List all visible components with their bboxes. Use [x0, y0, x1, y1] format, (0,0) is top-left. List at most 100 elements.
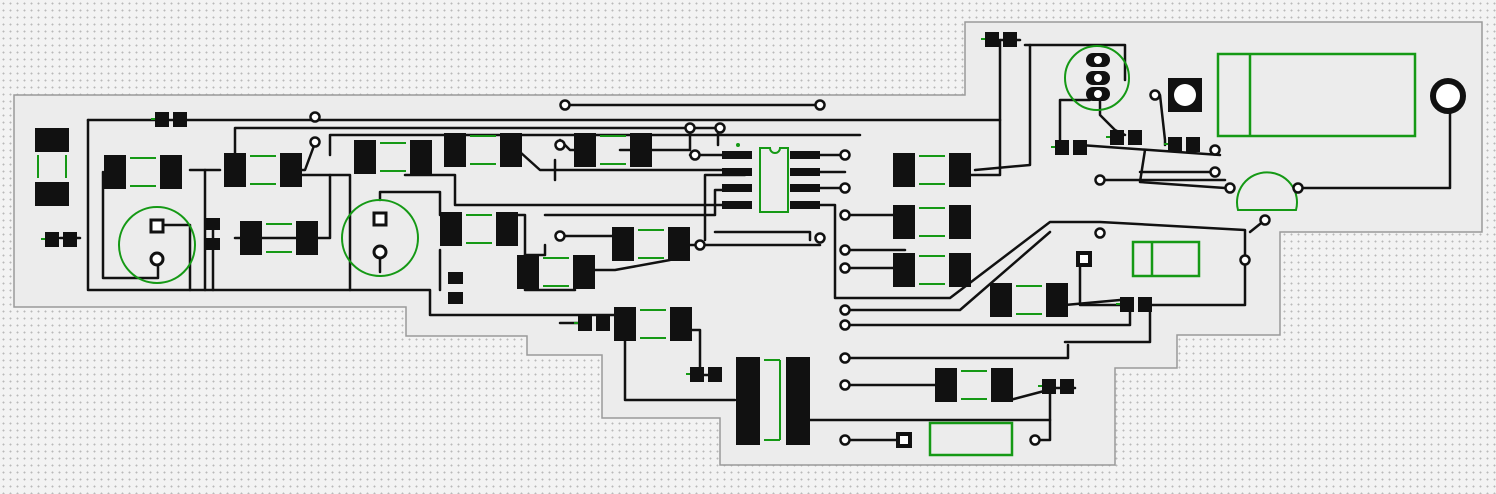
- trace: [688, 328, 702, 375]
- small-smd-resistor[interactable]: [448, 272, 463, 304]
- via: [839, 352, 851, 364]
- trace: [1023, 43, 1127, 82]
- via: [839, 262, 851, 274]
- transformer[interactable]: [736, 357, 810, 445]
- potentiometer[interactable]: [1064, 45, 1130, 111]
- resistor-pad-right: [949, 253, 971, 287]
- ic-outline: [759, 147, 789, 213]
- resistor-pad-right: [160, 155, 182, 189]
- resistor-pad-top: [205, 218, 220, 230]
- smd-resistor[interactable]: [224, 153, 302, 187]
- smd-resistor[interactable]: [990, 283, 1068, 317]
- small-smd-resistor[interactable]: [205, 218, 220, 250]
- trace: [848, 343, 1070, 360]
- via: [839, 244, 851, 256]
- connector[interactable]: [928, 421, 1014, 457]
- trace: [973, 43, 1032, 172]
- resistor-pad-right: [1003, 32, 1017, 47]
- square-pad[interactable]: [1076, 251, 1092, 267]
- resistor-pad-right: [1060, 379, 1074, 394]
- square-pad[interactable]: [1168, 78, 1202, 112]
- pot-hole: [1094, 56, 1102, 64]
- small-smd-resistor[interactable]: [686, 367, 722, 382]
- via: [309, 136, 321, 148]
- resistor-pad-right: [280, 153, 302, 187]
- battery-tab[interactable]: [35, 128, 69, 206]
- connector[interactable]: [1131, 240, 1201, 278]
- trace: [1298, 108, 1452, 190]
- pin1-marker: [736, 143, 740, 147]
- smd-resistor[interactable]: [935, 368, 1013, 402]
- via: [1209, 144, 1221, 156]
- ic-pin: [722, 168, 752, 176]
- resistor-pad-right: [63, 232, 77, 247]
- small-smd-resistor[interactable]: [574, 316, 610, 331]
- resistor-pad-left: [1168, 137, 1182, 152]
- resistor-pad-right: [496, 212, 518, 246]
- mounting-hole[interactable]: [1430, 78, 1466, 114]
- via: [839, 434, 851, 446]
- small-smd-resistor[interactable]: [1164, 137, 1200, 152]
- component-layer[interactable]: [35, 32, 1466, 457]
- resistor-pad-left: [612, 227, 634, 261]
- trace: [1063, 303, 1152, 344]
- via: [839, 149, 851, 161]
- square-pad[interactable]: [896, 432, 912, 448]
- pad-hole: [1080, 255, 1088, 263]
- small-smd-resistor[interactable]: [151, 112, 187, 127]
- trace: [378, 190, 442, 217]
- via: [1209, 166, 1221, 178]
- smd-resistor[interactable]: [240, 221, 318, 255]
- smd-resistor[interactable]: [612, 227, 690, 261]
- small-smd-resistor[interactable]: [41, 232, 77, 247]
- via: [1259, 214, 1271, 226]
- pad-hole: [900, 436, 908, 444]
- trace: [403, 173, 742, 207]
- small-smd-resistor[interactable]: [981, 32, 1017, 47]
- smd-resistor[interactable]: [444, 133, 522, 167]
- pot-hole: [1094, 90, 1102, 98]
- resistor-pad-left: [104, 155, 126, 189]
- transistor-footprint[interactable]: [1236, 171, 1298, 211]
- smd-resistor[interactable]: [893, 253, 971, 287]
- trace: [848, 230, 1052, 312]
- smd-resistor[interactable]: [517, 255, 595, 289]
- ic-pin: [722, 184, 752, 192]
- resistor-pad-left: [893, 253, 915, 287]
- smd-resistor[interactable]: [614, 307, 692, 341]
- smd-resistor[interactable]: [893, 205, 971, 239]
- electrolytic-capacitor[interactable]: [341, 199, 419, 277]
- trace: [808, 203, 1247, 300]
- small-smd-resistor[interactable]: [1106, 130, 1142, 145]
- small-smd-resistor[interactable]: [1051, 140, 1087, 155]
- connector-outline: [1216, 52, 1417, 138]
- via: [814, 99, 826, 111]
- resistor-pad-right: [1138, 297, 1152, 312]
- via: [694, 239, 706, 251]
- resistor-pad-top: [448, 272, 463, 284]
- resistor-pad-right: [1046, 283, 1068, 317]
- trace: [623, 333, 737, 402]
- via: [1239, 254, 1251, 266]
- smd-resistor[interactable]: [104, 155, 182, 189]
- resistor-pad-left: [690, 367, 704, 382]
- small-smd-resistor[interactable]: [1116, 297, 1152, 312]
- connector[interactable]: [1216, 52, 1417, 138]
- smd-resistor[interactable]: [354, 140, 432, 174]
- smd-resistor[interactable]: [440, 212, 518, 246]
- resistor-pad-right: [573, 255, 595, 289]
- transformer-pad: [736, 357, 760, 445]
- trace: [958, 38, 1002, 177]
- trace: [101, 170, 160, 280]
- resistor-pad-left: [224, 153, 246, 187]
- smd-resistor[interactable]: [574, 133, 652, 167]
- trace: [1078, 143, 1222, 157]
- resistor-pad-right: [630, 133, 652, 167]
- soic-8-ic[interactable]: [722, 143, 820, 213]
- small-smd-resistor[interactable]: [1038, 379, 1074, 394]
- capacitor-outline: [118, 206, 196, 284]
- electrolytic-capacitor[interactable]: [118, 206, 196, 284]
- smd-resistor[interactable]: [893, 153, 971, 187]
- pot-outline: [1064, 45, 1130, 111]
